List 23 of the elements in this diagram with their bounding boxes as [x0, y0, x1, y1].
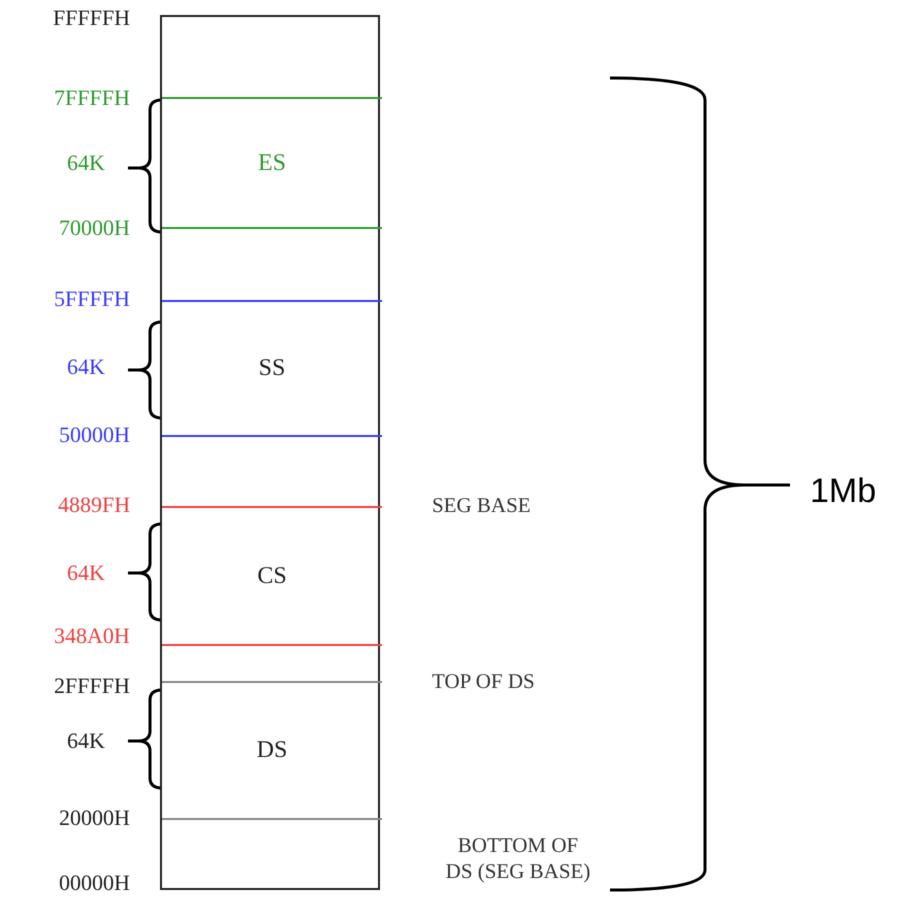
- size-label: 64K: [67, 354, 105, 380]
- memory-segment: ES: [162, 97, 382, 229]
- address-label: FFFFFH: [53, 5, 130, 31]
- address-label: 348A0H: [54, 623, 130, 649]
- memory-segment: DS: [162, 681, 382, 820]
- address-label: 5FFFFH: [54, 286, 130, 312]
- size-label: 64K: [67, 150, 105, 176]
- memory-segment: CS: [162, 506, 382, 646]
- note-label: BOTTOM OF DS (SEG BASE): [444, 832, 592, 884]
- address-label: 7FFFFH: [54, 85, 130, 111]
- size-label: 64K: [67, 728, 105, 754]
- note-label: SEG BASE: [432, 492, 531, 518]
- address-label: 20000H: [59, 805, 130, 831]
- memory-segment: SS: [162, 300, 382, 437]
- address-label: 2FFFFH: [54, 673, 130, 699]
- memory-map-column: [160, 15, 380, 890]
- address-label: 50000H: [59, 422, 130, 448]
- address-label: 70000H: [59, 215, 130, 241]
- address-label: 4889FH: [58, 492, 130, 518]
- note-label: TOP OF DS: [432, 668, 535, 694]
- total-size-label: 1Mb: [810, 471, 876, 511]
- size-label: 64K: [67, 560, 105, 586]
- address-label: 00000H: [59, 870, 130, 896]
